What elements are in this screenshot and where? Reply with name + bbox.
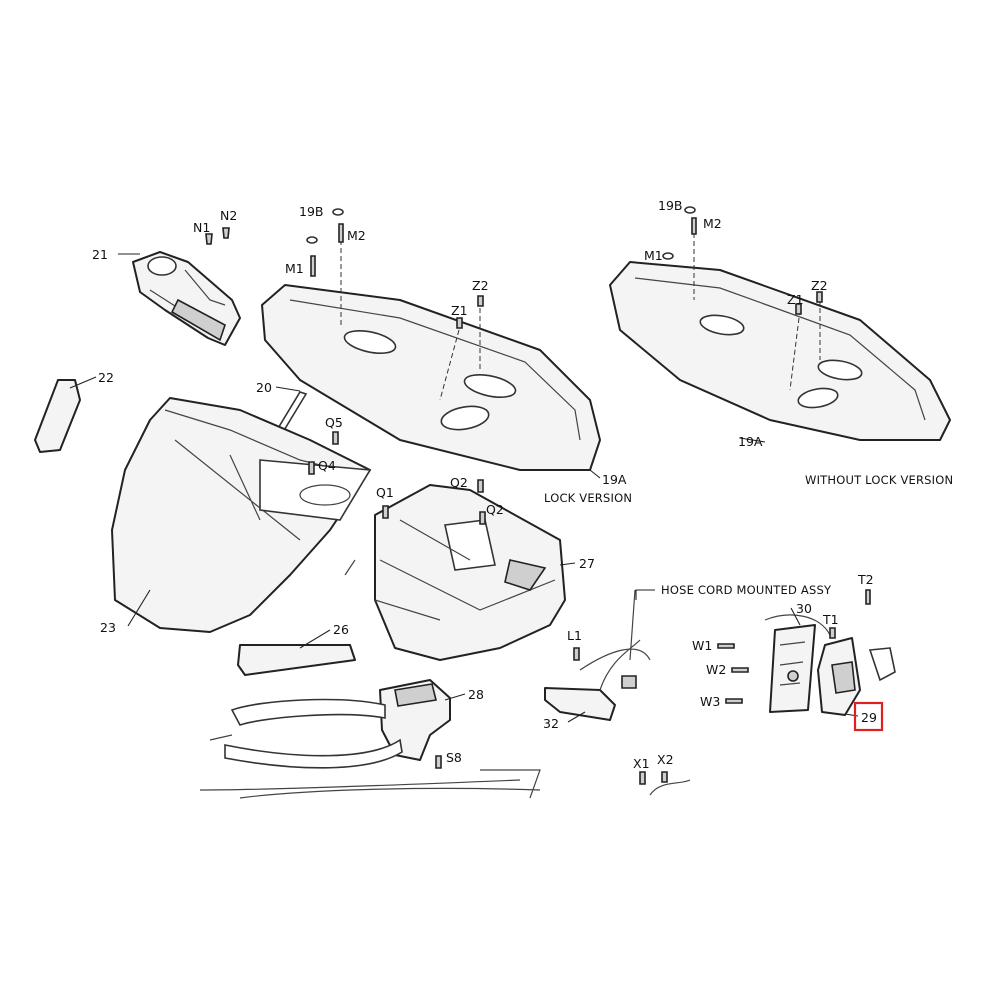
screw-q4 xyxy=(308,461,315,475)
part-28 xyxy=(199,679,521,791)
label-m1-lock: M1 xyxy=(285,261,304,276)
label-m2-without: M2 xyxy=(703,216,722,231)
label-19b-without: 19B xyxy=(658,198,682,213)
label-z2-lock: Z2 xyxy=(472,278,489,293)
screw-w1 xyxy=(717,643,735,649)
label-20: 20 xyxy=(256,380,272,395)
bottom-base-outline xyxy=(239,769,541,799)
note-lock-version: LOCK VERSION xyxy=(544,491,632,505)
screws-m-z-without-lock xyxy=(662,206,823,315)
label-z1-lock: Z1 xyxy=(451,303,468,318)
label-30: 30 xyxy=(796,601,812,616)
part-27 xyxy=(344,484,566,661)
label-29: 29 xyxy=(861,710,877,725)
label-x1: X1 xyxy=(633,756,650,771)
screw-q5 xyxy=(332,431,339,445)
label-t2: T2 xyxy=(857,572,874,587)
part-19a-lock-version xyxy=(261,240,601,471)
label-w1: W1 xyxy=(692,638,712,653)
part-23 xyxy=(111,397,372,633)
label-m2-lock: M2 xyxy=(347,228,366,243)
label-z2-without: Z2 xyxy=(811,278,828,293)
label-s8: S8 xyxy=(446,750,462,765)
label-21: 21 xyxy=(92,247,108,262)
label-n2: N2 xyxy=(220,208,237,223)
label-q1: Q1 xyxy=(376,485,394,500)
part-19a-without-lock xyxy=(609,225,951,441)
label-26: 26 xyxy=(333,622,349,637)
part-labels: N1 N2 21 22 20 19B M2 M1 Z2 Z1 19A Q5 Q4… xyxy=(92,198,874,771)
label-19a-lock: 19A xyxy=(602,472,627,487)
screw-t1 xyxy=(829,627,836,639)
note-without-lock-version: WITHOUT LOCK VERSION xyxy=(805,473,953,487)
screws-m-z-lock xyxy=(306,208,484,329)
leader-lines xyxy=(69,253,859,723)
screws-n1-n2 xyxy=(205,227,230,245)
part-30 xyxy=(764,614,831,713)
screw-w2 xyxy=(731,667,749,673)
screw-w3 xyxy=(725,698,743,704)
label-z1-without: Z1 xyxy=(787,292,804,307)
part-29 xyxy=(817,637,896,716)
label-m1-without: M1 xyxy=(644,248,663,263)
screw-q2b xyxy=(479,511,486,525)
part-21 xyxy=(132,251,241,346)
label-q2-upper: Q2 xyxy=(450,475,468,490)
screw-s8 xyxy=(435,755,442,769)
label-w2: W2 xyxy=(706,662,726,677)
label-28: 28 xyxy=(468,687,484,702)
label-q4: Q4 xyxy=(318,458,336,473)
part-22 xyxy=(34,379,81,453)
part-32-hose-cord xyxy=(544,589,651,721)
label-t1: T1 xyxy=(822,612,839,627)
parts-x1-x2 xyxy=(639,771,691,796)
note-hose-cord: HOSE CORD MOUNTED ASSY xyxy=(661,583,832,597)
label-q2-lower: Q2 xyxy=(486,502,504,517)
label-19b-lock: 19B xyxy=(299,204,323,219)
label-19a-without: 19A xyxy=(738,434,763,449)
label-32: 32 xyxy=(543,716,559,731)
label-x2: X2 xyxy=(657,752,674,767)
label-n1: N1 xyxy=(193,220,210,235)
label-w3: W3 xyxy=(700,694,720,709)
label-l1: L1 xyxy=(567,628,582,643)
screw-q1 xyxy=(382,505,389,519)
screw-t2 xyxy=(865,589,871,605)
screw-l1 xyxy=(573,647,580,661)
screw-q2a xyxy=(477,479,484,493)
label-27: 27 xyxy=(579,556,595,571)
part-26 xyxy=(237,644,356,676)
label-q5: Q5 xyxy=(325,415,343,430)
label-23: 23 xyxy=(100,620,116,635)
highlight-box-29 xyxy=(853,701,884,732)
label-22: 22 xyxy=(98,370,114,385)
